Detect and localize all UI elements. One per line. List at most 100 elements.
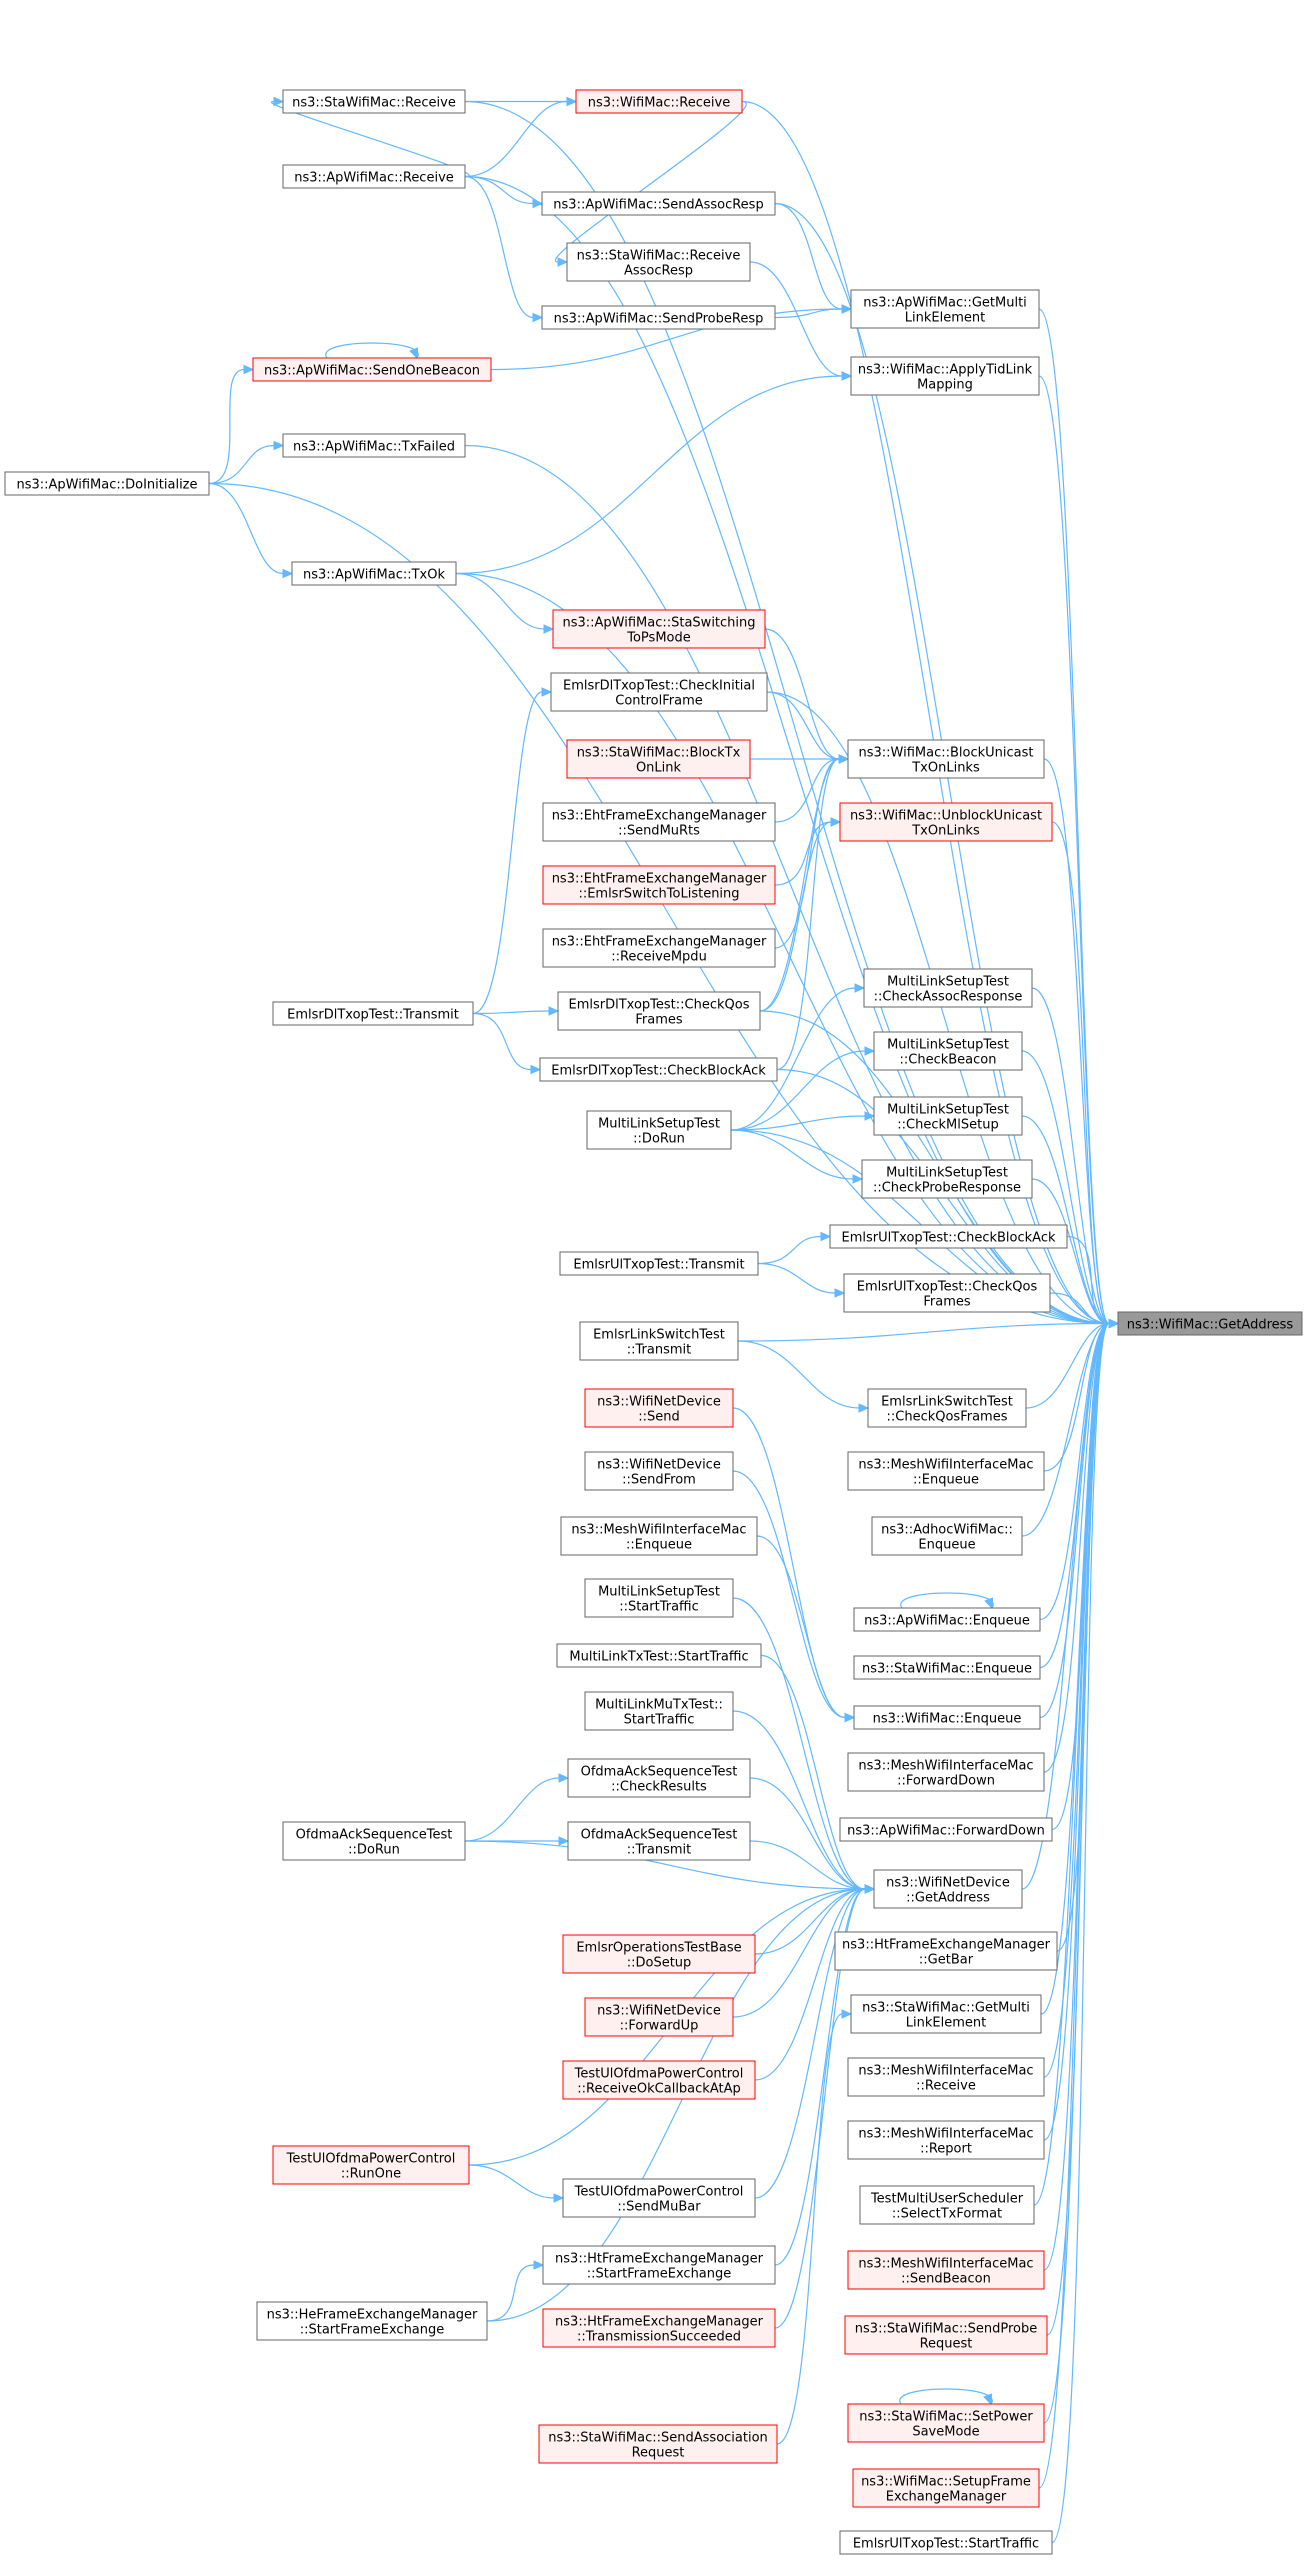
function-node-netdev-getaddress[interactable]: ns3::WifiNetDevice::GetAddress	[873, 1869, 1023, 1909]
arrow-head	[844, 1712, 856, 1723]
function-node-emlsrdl-checkqos[interactable]: EmlsrDlTxopTest::CheckQosFrames	[557, 991, 761, 1031]
function-node-tulofdma-sendmubar[interactable]: TestUlOfdmaPowerControl::SendMuBar	[562, 2178, 756, 2218]
function-node-mlst-checkprobe[interactable]: MultiLinkSetupTest::CheckProbeResponse	[861, 1159, 1033, 1199]
node-label: ns3::StaWifiMac::BlockTx	[577, 746, 741, 761]
function-node-emlsrlink-checkqos[interactable]: EmlsrLinkSwitchTest::CheckQosFrames	[867, 1388, 1027, 1428]
function-node-he-startframe[interactable]: ns3::HeFrameExchangeManager::StartFrameE…	[256, 2301, 488, 2341]
function-node-mlst-checkmlsetup[interactable]: MultiLinkSetupTest::CheckMlSetup	[873, 1096, 1023, 1136]
function-node-emlsrdl-checkblockack[interactable]: EmlsrDlTxopTest::CheckBlockAck	[539, 1057, 778, 1082]
function-node-mesh-enqueue-r[interactable]: ns3::MeshWifiInterfaceMac::Enqueue	[847, 1451, 1045, 1491]
function-node-ofdma-dorun[interactable]: OfdmaAckSequenceTest::DoRun	[282, 1821, 466, 1861]
node-label: EmlsrLinkSwitchTest	[881, 1395, 1013, 1410]
node-label: LinkElement	[905, 311, 985, 326]
function-node-ap-enqueue[interactable]: ns3::ApWifiMac::Enqueue	[853, 1607, 1041, 1632]
function-node-ap-sendassocresp[interactable]: ns3::ApWifiMac::SendAssocResp	[541, 191, 776, 216]
function-node-mlst-checkassoc[interactable]: MultiLinkSetupTest::CheckAssocResponse	[863, 968, 1033, 1008]
function-node-mlmu-starttraffic[interactable]: MultiLinkMuTxTest::StartTraffic	[584, 1691, 734, 1731]
function-node-mlst-starttraffic[interactable]: MultiLinkSetupTest::StartTraffic	[584, 1578, 734, 1618]
call-edge	[1021, 1050, 1110, 1325]
arrow-head	[852, 1174, 864, 1184]
function-node-emlsrul-starttraffic[interactable]: EmlsrUlTxopTest::StartTraffic	[839, 2530, 1053, 2555]
function-node-emlsrdl-transmit[interactable]: EmlsrDlTxopTest::Transmit	[272, 1001, 474, 1026]
target-node[interactable]: ns3::WifiMac::GetAddress	[1117, 1311, 1303, 1336]
function-node-ap-forwarddown[interactable]: ns3::ApWifiMac::ForwardDown	[839, 1817, 1053, 1842]
function-node-sta-receive[interactable]: ns3::StaWifiMac::Receive	[282, 89, 466, 114]
node-label: ::EmlsrSwitchToListening	[578, 887, 739, 902]
function-node-emlsrul-transmit[interactable]: EmlsrUlTxopTest::Transmit	[559, 1251, 759, 1276]
function-node-mesh-enqueue-l[interactable]: ns3::MeshWifiInterfaceMac::Enqueue	[560, 1516, 758, 1556]
node-label: ns3::HtFrameExchangeManager	[555, 2252, 764, 2267]
arrow-head	[864, 1046, 876, 1056]
function-node-mlst-dorun[interactable]: MultiLinkSetupTest::DoRun	[586, 1110, 732, 1150]
call-edge	[270, 100, 470, 178]
function-node-tulofdma-runone[interactable]: TestUlOfdmaPowerControl::RunOne	[272, 2145, 470, 2185]
node-box	[552, 609, 766, 649]
function-node-eht-sendmurts[interactable]: ns3::EhtFrameExchangeManager::SendMuRts	[542, 802, 776, 842]
function-node-eht-emlsrswitch[interactable]: ns3::EhtFrameExchangeManager::EmlsrSwitc…	[542, 865, 776, 905]
function-node-ap-doinitialize[interactable]: ns3::ApWifiMac::DoInitialize	[4, 471, 210, 496]
node-label: OnLink	[636, 761, 682, 776]
function-node-mesh-report[interactable]: ns3::MeshWifiInterfaceMac::Report	[847, 2120, 1045, 2160]
function-node-ap-txfailed[interactable]: ns3::ApWifiMac::TxFailed	[282, 433, 466, 458]
function-node-ap-receive[interactable]: ns3::ApWifiMac::Receive	[282, 164, 466, 189]
function-node-netdev-forwardup[interactable]: ns3::WifiNetDevice::ForwardUp	[584, 1997, 734, 2037]
node-box	[847, 1752, 1045, 1792]
function-node-mesh-forwarddown[interactable]: ns3::MeshWifiInterfaceMac::ForwardDown	[847, 1752, 1045, 1792]
node-box	[566, 739, 751, 779]
function-node-ofdma-checkresults[interactable]: OfdmaAckSequenceTest::CheckResults	[567, 1758, 751, 1798]
node-box	[256, 2301, 488, 2341]
function-node-emlsrdl-checkinitial[interactable]: EmlsrDlTxopTest::CheckInitialControlFram…	[550, 672, 768, 712]
function-node-mltx-starttraffic[interactable]: MultiLinkTxTest::StartTraffic	[556, 1643, 762, 1668]
function-node-ap-sendproberesp[interactable]: ns3::ApWifiMac::SendProbeResp	[541, 305, 776, 330]
function-node-sta-enqueue[interactable]: ns3::StaWifiMac::Enqueue	[853, 1655, 1041, 1680]
node-label: ::Receive	[916, 2079, 976, 2094]
function-node-emlsrul-checkblockack[interactable]: EmlsrUlTxopTest::CheckBlockAck	[829, 1224, 1068, 1249]
function-node-ap-txok[interactable]: ns3::ApWifiMac::TxOk	[291, 561, 457, 586]
function-node-eht-receivempdu[interactable]: ns3::EhtFrameExchangeManager::ReceiveMpd…	[542, 928, 776, 968]
function-node-adhoc-enqueue[interactable]: ns3::AdhocWifiMac::Enqueue	[871, 1516, 1023, 1556]
function-node-emlsrul-checkqos[interactable]: EmlsrUlTxopTest::CheckQosFrames	[843, 1273, 1051, 1313]
node-label: ControlFrame	[615, 694, 703, 709]
function-node-ofdma-transmit[interactable]: OfdmaAckSequenceTest::Transmit	[567, 1821, 751, 1861]
function-node-wifimac-enqueue[interactable]: ns3::WifiMac::Enqueue	[853, 1705, 1041, 1730]
node-label: EmlsrUlTxopTest::CheckBlockAck	[841, 1231, 1055, 1246]
function-node-tmus-selecttx[interactable]: TestMultiUserScheduler::SelectTxFormat	[859, 2185, 1035, 2225]
node-label: ns3::WifiNetDevice	[886, 1876, 1010, 1891]
function-node-ht-transmissionsucceeded[interactable]: ns3::HtFrameExchangeManager::Transmissio…	[542, 2308, 776, 2348]
function-node-ht-startframe[interactable]: ns3::HtFrameExchangeManager::StartFrameE…	[542, 2245, 776, 2285]
node-label: ns3::StaWifiMac::Receive	[577, 249, 741, 264]
node-label: EmlsrLinkSwitchTest	[593, 1328, 725, 1343]
arrow-head	[532, 198, 544, 209]
function-node-netdev-sendfrom[interactable]: ns3::WifiNetDevice::SendFrom	[584, 1451, 734, 1491]
function-node-wifimac-receive[interactable]: ns3::WifiMac::Receive	[575, 89, 743, 114]
node-box	[844, 2315, 1048, 2355]
function-node-ht-getbar[interactable]: ns3::HtFrameExchangeManager::GetBar	[834, 1931, 1058, 1971]
function-node-emlsrlink-transmit[interactable]: EmlsrLinkSwitchTest::Transmit	[579, 1321, 739, 1361]
call-edge	[754, 1888, 866, 2081]
call-edge	[472, 1010, 550, 1015]
node-label: ::StartFrameExchange	[300, 2323, 445, 2338]
function-node-ap-sendonebeacon[interactable]: ns3::ApWifiMac::SendOneBeacon	[252, 357, 492, 382]
call-edge	[774, 1888, 866, 2329]
function-node-mesh-receive[interactable]: ns3::MeshWifiInterfaceMac::Receive	[847, 2057, 1045, 2097]
call-edge	[899, 2388, 993, 2405]
function-node-netdev-send[interactable]: ns3::WifiNetDevice::Send	[584, 1388, 734, 1428]
function-node-emlsrops-dosetup[interactable]: EmlsrOperationsTestBase::DoSetup	[562, 1934, 756, 1974]
node-label: MultiLinkSetupTest	[886, 1166, 1008, 1181]
function-node-tulofdma-receiveok[interactable]: TestUlOfdmaPowerControl::ReceiveOkCallba…	[562, 2060, 756, 2100]
function-node-mesh-sendbeacon[interactable]: ns3::MeshWifiInterfaceMac::SendBeacon	[847, 2250, 1045, 2290]
arrow-head	[984, 1597, 994, 1610]
function-node-mlst-checkbeacon[interactable]: MultiLinkSetupTest::CheckBeacon	[873, 1031, 1023, 1071]
